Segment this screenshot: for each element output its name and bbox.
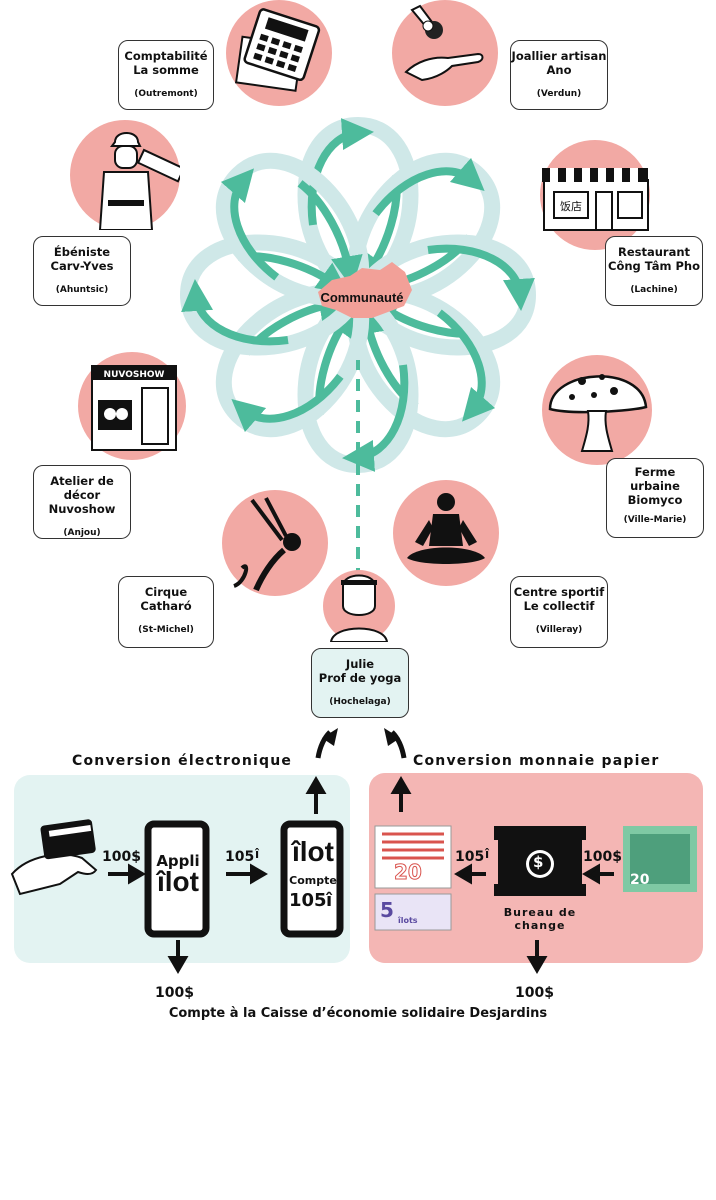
exchange-office-icon (494, 826, 586, 896)
business-name: Ébéniste Carv-Yves (50, 245, 114, 273)
mushroom-circle (542, 355, 652, 465)
account-line2: Compte (289, 874, 337, 887)
meditation-icon (407, 493, 485, 564)
carpenter-circle (70, 120, 186, 231)
business-label-shop: Atelier de décor Nuvoshow (Anjou) (33, 465, 131, 539)
dollar-icon: $ (533, 853, 544, 871)
petal-loop (215, 152, 370, 307)
mushroom-icon (548, 374, 648, 452)
shop-circle: NUVOSHOW (78, 352, 186, 460)
theatre-shop-icon: NUVOSHOW (91, 365, 177, 451)
business-location: (Lachine) (630, 285, 678, 295)
account-line1: îlot (292, 836, 334, 867)
business-name: Julie Prof de yoga (318, 657, 402, 685)
business-location: (Hochelaga) (329, 697, 391, 707)
paper-amount-out: 105 (455, 849, 485, 865)
business-name: Restaurant Công Tâm Pho (608, 245, 700, 273)
business-label-restaurant: Restaurant Công Tâm Pho (Lachine) (605, 236, 703, 306)
business-location: (Ahuntsic) (55, 285, 109, 295)
ilot-banknotes-icon (374, 825, 452, 931)
business-location: (Outremont) (134, 89, 198, 99)
app-line1: Appli (156, 852, 200, 870)
restaurant-sign: 饭店 (560, 199, 582, 213)
business-label-yoga: Julie Prof de yoga (Hochelaga) (311, 648, 409, 718)
ilot-note-big-value: 20 (394, 860, 423, 885)
app-line2: îlot (157, 866, 199, 897)
restaurant-icon: 饭店 (542, 168, 649, 231)
ilot-currency-icon: î (255, 847, 260, 861)
electronic-title: Conversion électronique (72, 753, 293, 769)
business-label-farm: Ferme urbaine Biomyco (Ville-Marie) (606, 458, 704, 538)
carpenter-icon (98, 132, 186, 231)
business-name: Ferme urbaine Biomyco (627, 465, 683, 507)
acrobat-icon (233, 497, 301, 592)
accounting-circle (226, 0, 332, 106)
account-phone (280, 820, 344, 938)
business-location: (Verdun) (536, 89, 582, 99)
business-label-circus: Cirque Catharó (St-Michel) (118, 576, 214, 648)
ilot-note-small-value: 5 (380, 898, 394, 922)
flower-diagram: Communauté (179, 116, 537, 580)
business-name: Centre sportif Le collectif (513, 585, 605, 613)
business-label-jeweller: Joallier artisan Ano (Verdun) (510, 40, 608, 110)
app-phone (144, 820, 210, 938)
paper-title: Conversion monnaie papier (413, 753, 660, 769)
business-label-sport: Centre sportif Le collectif (Villeray) (510, 576, 608, 648)
bank-account-label: Compte à la Caisse d’économie solidaire … (168, 1006, 548, 1021)
business-label-carpenter: Ébéniste Carv-Yves (Ahuntsic) (33, 236, 131, 306)
ring-hand-icon (404, 4, 484, 82)
ilot-currency-icon: î (485, 847, 490, 861)
restaurant-circle: 饭店 (540, 140, 650, 250)
business-location: (St-Michel) (138, 625, 194, 635)
electronic-bank-amount: 100$ (155, 985, 194, 1001)
electronic-amount-out: 105 (225, 849, 255, 865)
exchange-label: Bureau de change (503, 906, 577, 932)
paper-amount-in: 100$ (583, 849, 622, 865)
circus-circle (222, 490, 328, 596)
canadian-banknote-icon (623, 826, 697, 892)
business-name: Joallier artisan Ano (511, 49, 607, 77)
business-name: Cirque Catharó (140, 585, 192, 613)
electronic-amount-in: 100$ (102, 849, 141, 865)
shop-sign: NUVOSHOW (104, 370, 165, 380)
business-location: (Villeray) (535, 625, 583, 635)
business-label-accounting: Comptabilité La somme (Outremont) (118, 40, 214, 110)
person-icon (329, 574, 389, 643)
community-map-shape (318, 262, 412, 318)
paper-bank-amount: 100$ (515, 985, 554, 1001)
community-label: Communauté (320, 290, 403, 305)
jeweller-circle (392, 0, 498, 106)
yoga-circle (323, 570, 395, 643)
business-location: (Ville-Marie) (623, 515, 687, 525)
ilot-note-unit: îlots (398, 916, 418, 925)
card-hand-icon (10, 819, 98, 896)
cad-note-value: 20 (630, 872, 650, 888)
ilot-currency-icon: î (326, 890, 333, 911)
business-name: Atelier de décor Nuvoshow (48, 474, 116, 516)
business-location: (Anjou) (63, 528, 101, 538)
sport-circle (393, 480, 499, 586)
calculator-icon (234, 8, 321, 92)
account-line3: 105 (289, 890, 327, 911)
business-name: Comptabilité La somme (124, 49, 208, 77)
